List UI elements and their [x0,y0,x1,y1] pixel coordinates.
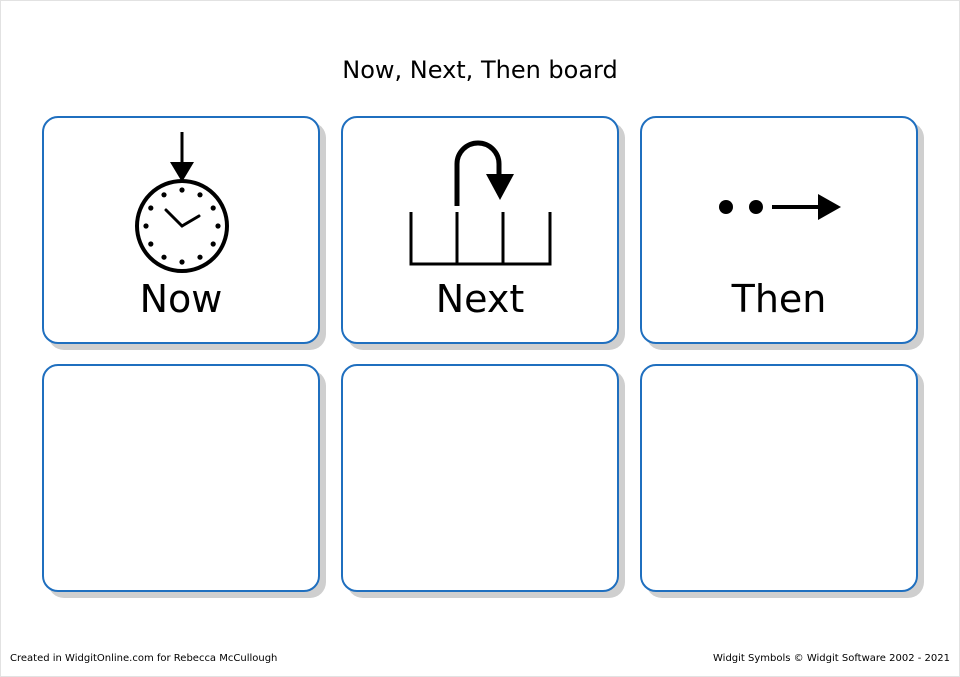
board-title: Now, Next, Then board [342,56,618,84]
board-cell-label: Then [731,277,827,321]
next-arrow-icon [343,118,617,278]
board-cell-label: Next [435,277,525,321]
clock-with-arrow-icon [44,118,318,278]
board-cell-empty-1[interactable] [42,364,320,592]
board-cell-empty-3[interactable] [640,364,918,592]
then-dots-arrow-icon [642,118,916,278]
footer-credit: Created in WidgitOnline.com for Rebecca … [10,653,278,664]
board-cell-next[interactable]: Next [341,116,619,344]
footer-copyright: Widgit Symbols © Widgit Software 2002 - … [713,653,950,664]
board-cell-empty-2[interactable] [341,364,619,592]
board-cell-label: Now [139,277,223,321]
board-cell-now[interactable]: Now [42,116,320,344]
board-cell-then[interactable]: Then [640,116,918,344]
